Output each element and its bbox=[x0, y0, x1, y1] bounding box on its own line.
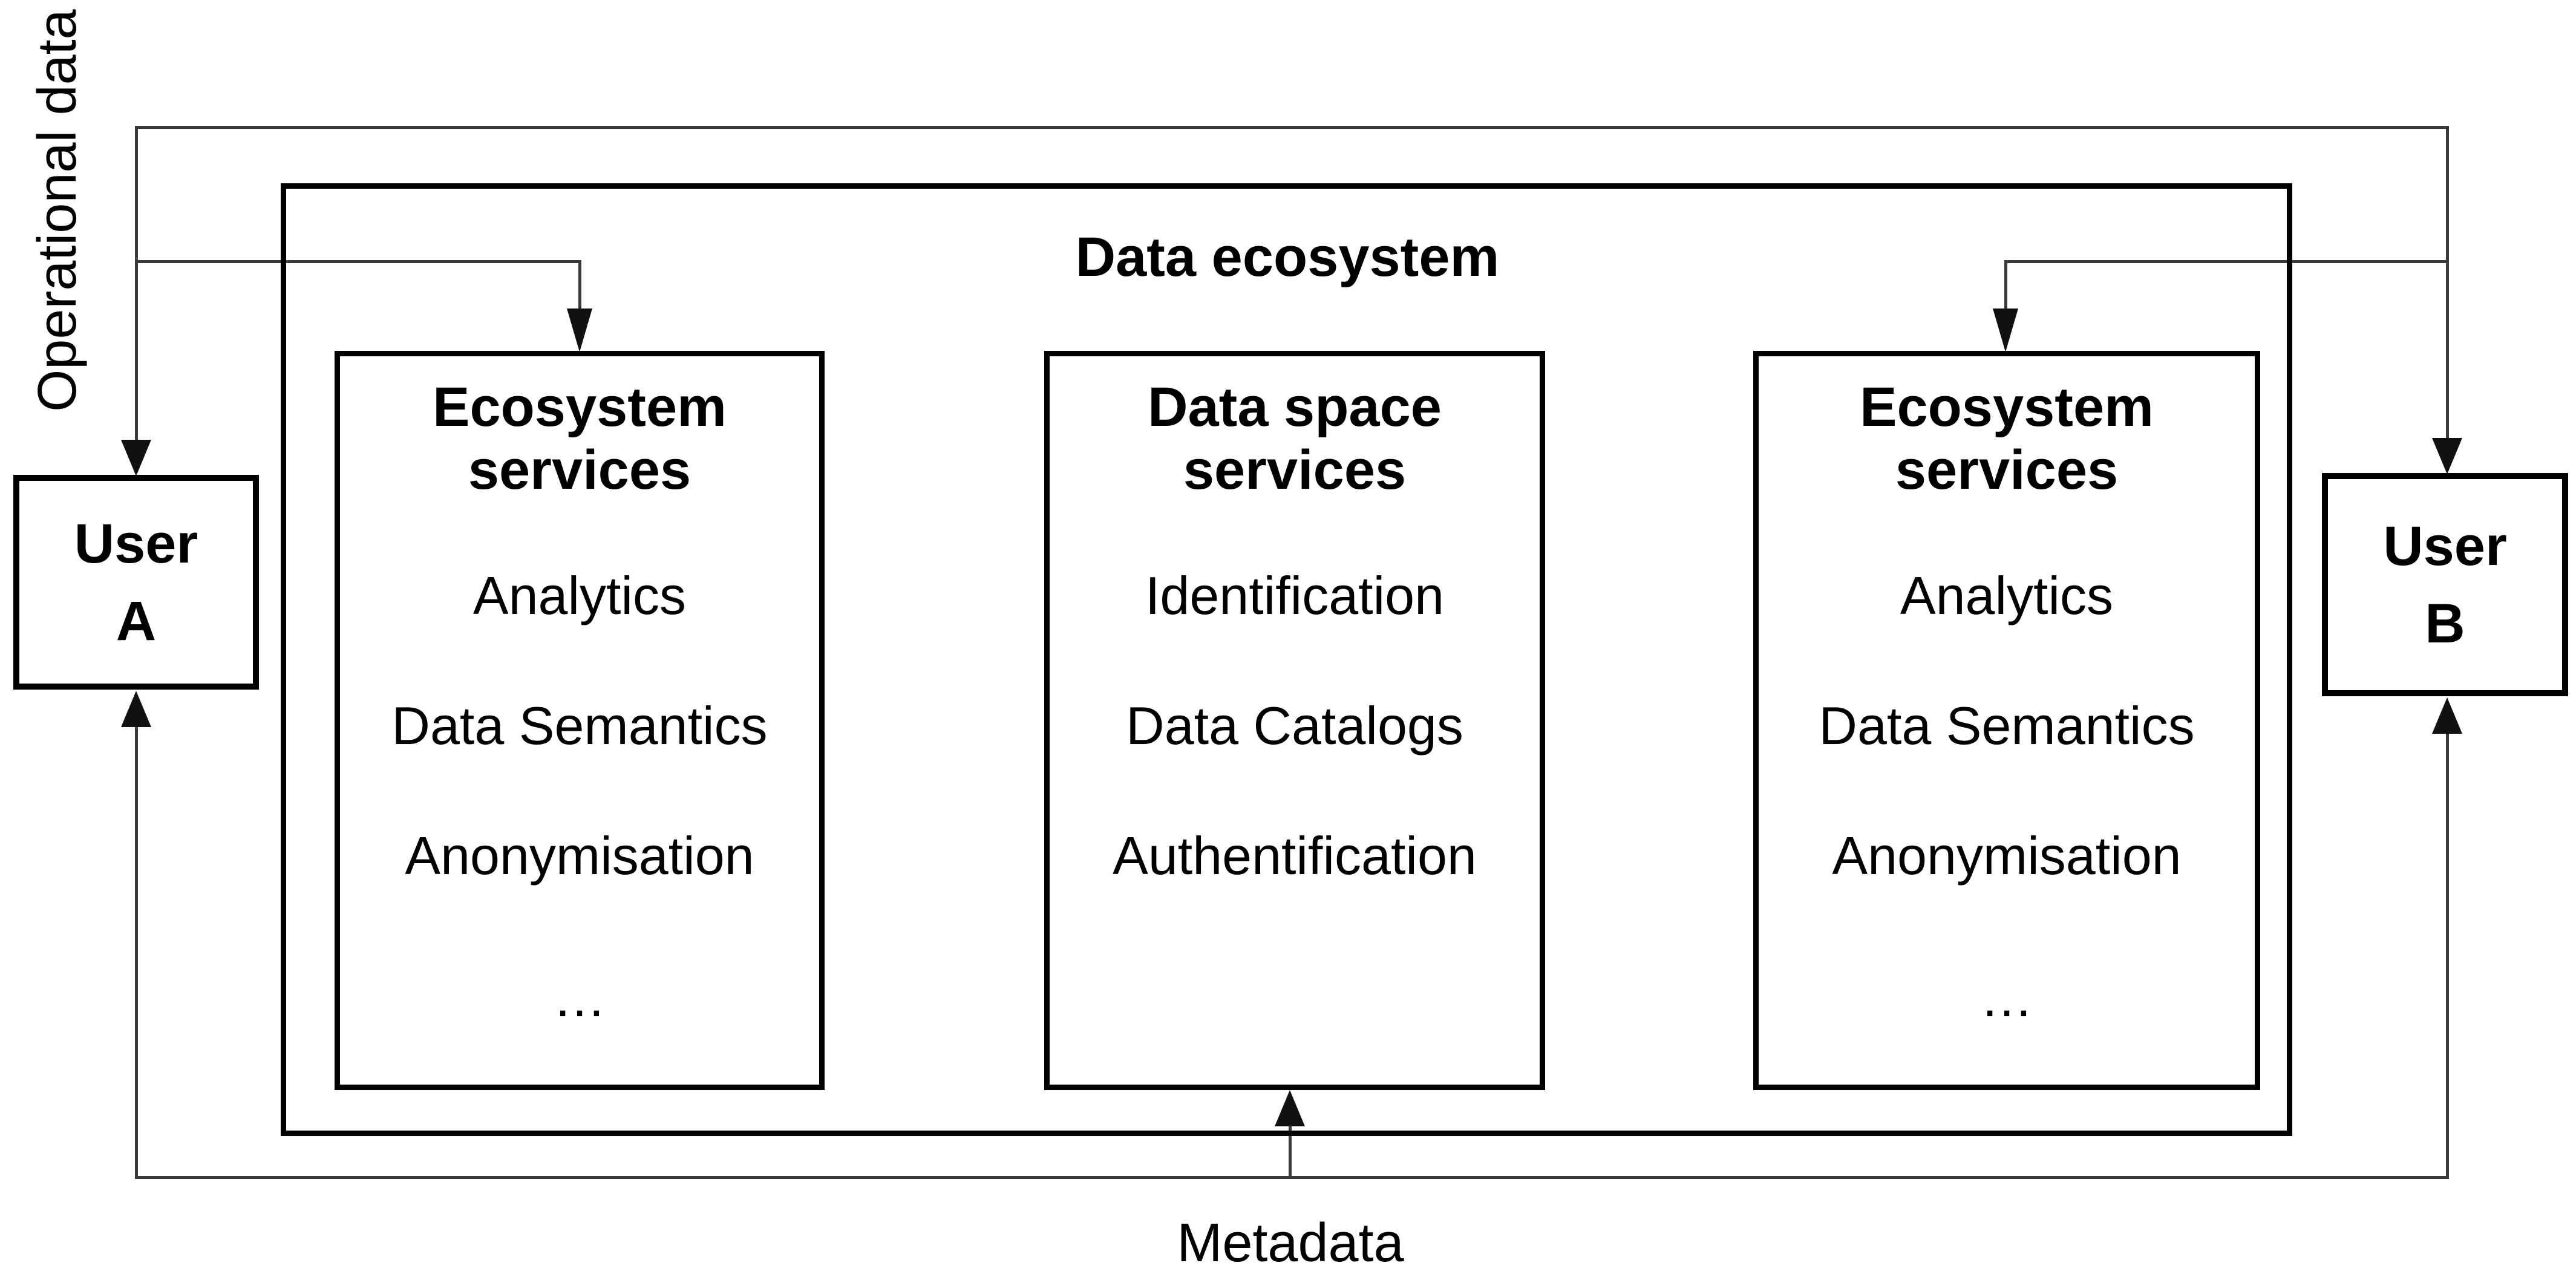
right-branch-vertical-line bbox=[2004, 260, 2007, 310]
arrowhead-into-user-a-bottom-icon bbox=[121, 691, 151, 727]
arrowhead-into-data-space-icon bbox=[1275, 1090, 1305, 1126]
bottom-rail-line bbox=[135, 1176, 2449, 1179]
left-services-item-ellipsis: … bbox=[553, 968, 606, 1028]
left-services-title: Ecosystem services bbox=[340, 376, 819, 501]
user-a-box: User A bbox=[13, 475, 259, 690]
left-top-vertical-line bbox=[135, 126, 138, 442]
arrowhead-into-user-b-top-icon bbox=[2432, 438, 2462, 474]
left-services-title-line2: services bbox=[468, 439, 691, 501]
right-services-title-line1: Ecosystem bbox=[1860, 376, 2154, 438]
data-ecosystem-box bbox=[281, 183, 2292, 1136]
right-services-item-ellipsis: … bbox=[1980, 968, 2033, 1028]
right-ecosystem-services-box: Ecosystem services Analytics Data Semant… bbox=[1753, 351, 2260, 1090]
data-space-item-data-catalogs: Data Catalogs bbox=[1126, 696, 1463, 756]
user-a-label-line2: A bbox=[116, 590, 157, 652]
left-branch-line bbox=[135, 260, 581, 263]
right-services-title-line2: services bbox=[1895, 439, 2119, 501]
left-services-title-line1: Ecosystem bbox=[433, 376, 727, 438]
left-services-item-analytics: Analytics bbox=[472, 566, 687, 625]
right-services-title: Ecosystem services bbox=[1759, 376, 2255, 501]
metadata-vertical-line bbox=[1289, 1124, 1292, 1177]
data-space-item-authentification: Authentification bbox=[1113, 826, 1477, 886]
user-b-box: User B bbox=[2322, 473, 2568, 696]
data-space-title-line2: services bbox=[1183, 439, 1407, 501]
right-bottom-vertical-line bbox=[2446, 731, 2449, 1177]
operational-data-label: Operational data bbox=[27, 9, 88, 412]
top-rail-line bbox=[135, 126, 2449, 129]
data-space-services-box: Data space services Identification Data … bbox=[1044, 351, 1545, 1090]
arrowhead-into-left-services-icon bbox=[567, 309, 592, 352]
data-space-title-line1: Data space bbox=[1148, 376, 1442, 438]
right-branch-line bbox=[2004, 260, 2449, 263]
left-services-item-anonymisation: Anonymisation bbox=[405, 826, 754, 886]
left-ecosystem-services-box: Ecosystem services Analytics Data Semant… bbox=[335, 351, 825, 1090]
arrowhead-into-right-services-icon bbox=[1993, 309, 2018, 352]
right-services-item-anonymisation: Anonymisation bbox=[1832, 826, 2182, 886]
left-bottom-vertical-line bbox=[135, 723, 138, 1177]
user-b-label-line2: B bbox=[2425, 592, 2465, 655]
user-a-label-line1: User bbox=[74, 512, 198, 575]
arrowhead-into-user-a-top-icon bbox=[121, 440, 151, 476]
right-services-item-analytics: Analytics bbox=[1900, 566, 2114, 625]
arrowhead-into-user-b-bottom-icon bbox=[2432, 697, 2462, 734]
user-b-label-line1: User bbox=[2383, 515, 2507, 577]
data-space-item-identification: Identification bbox=[1145, 566, 1445, 625]
data-ecosystem-title: Data ecosystem bbox=[1075, 226, 1500, 288]
left-services-item-data-semantics: Data Semantics bbox=[391, 696, 768, 756]
metadata-label: Metadata bbox=[1177, 1213, 1404, 1273]
left-branch-vertical-line bbox=[578, 260, 581, 310]
right-services-item-data-semantics: Data Semantics bbox=[1819, 696, 2195, 756]
right-top-vertical-line bbox=[2446, 126, 2449, 439]
data-space-title: Data space services bbox=[1050, 376, 1540, 501]
